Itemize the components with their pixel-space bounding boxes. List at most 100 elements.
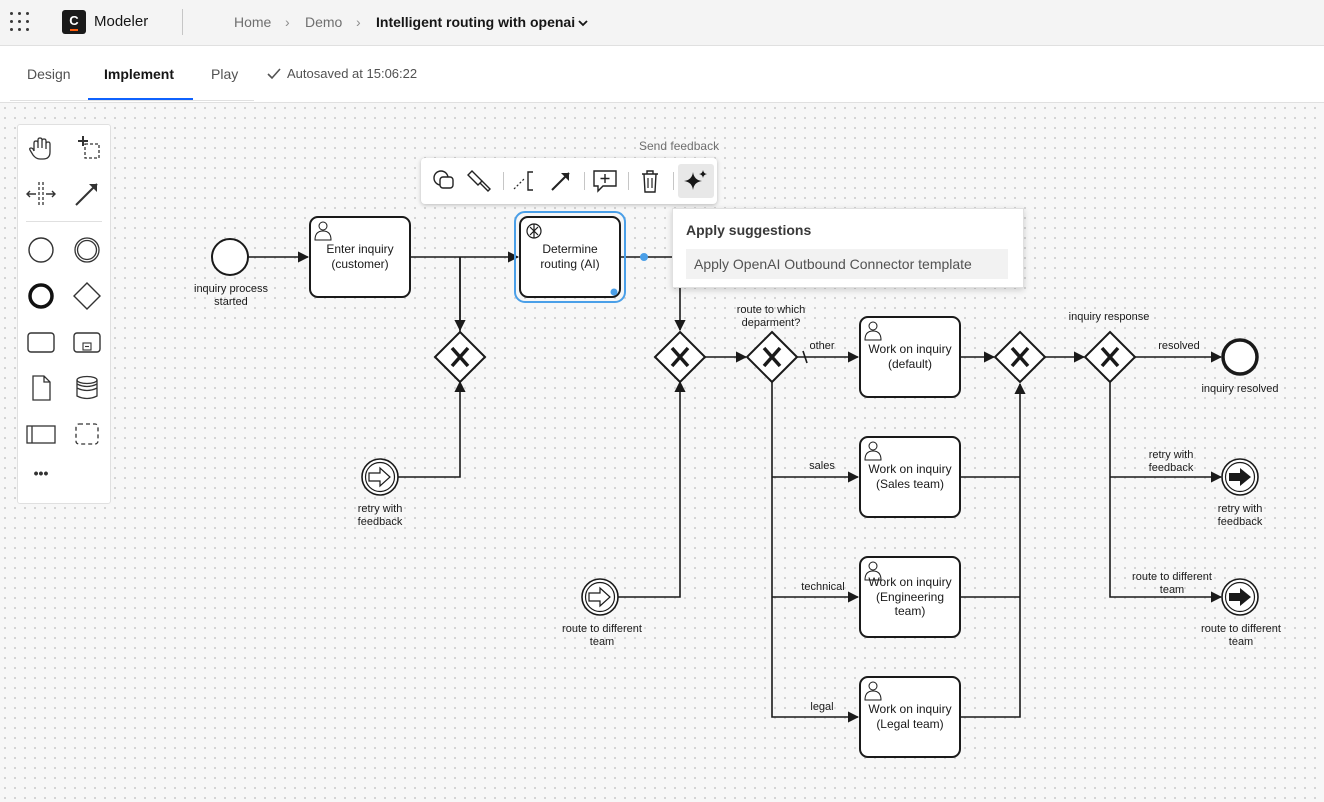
pool-icon[interactable] [24, 417, 58, 451]
connection-handle[interactable] [640, 253, 648, 261]
lasso-tool-icon[interactable] [70, 131, 104, 165]
tab-design[interactable]: Design [27, 66, 71, 82]
task-work-default[interactable] [859, 316, 961, 398]
connect-arrow-icon[interactable] [545, 165, 577, 197]
exclusive-gateway[interactable] [433, 330, 487, 384]
app-name: Modeler [94, 13, 149, 30]
task-label: Enter inquiry [326, 242, 393, 256]
event-label: route to different [1201, 623, 1281, 635]
task-label: (customer) [331, 257, 388, 271]
task-determine-routing[interactable] [519, 216, 621, 298]
default-flow-marker [802, 350, 808, 364]
more-icon[interactable]: ••• [33, 465, 49, 481]
connect-tool-icon[interactable] [70, 177, 104, 211]
breadcrumb-separator: › [356, 14, 361, 30]
autosave-status: Autosaved at 15:06:22 [287, 66, 418, 81]
trash-icon[interactable] [634, 165, 666, 197]
task-label: (Sales team) [876, 477, 944, 491]
sequence-flow[interactable] [398, 380, 466, 478]
resize-handle[interactable] [610, 288, 618, 296]
task-label: Work on inquiry [868, 575, 951, 589]
end-event-retry[interactable] [1221, 458, 1259, 496]
exclusive-gateway-department[interactable] [745, 330, 799, 384]
toolbar-divider [673, 172, 674, 190]
chevron-down-icon[interactable] [578, 18, 588, 28]
group-icon[interactable] [70, 417, 104, 451]
user-task-icon [314, 221, 332, 241]
sequence-flow[interactable] [618, 380, 686, 598]
space-tool-icon[interactable] [24, 177, 58, 211]
data-object-icon[interactable] [24, 371, 58, 405]
tool-palette: ••• [17, 124, 111, 504]
flow-label: sales [809, 460, 835, 472]
data-store-icon[interactable] [70, 371, 104, 405]
task-work-legal[interactable] [859, 676, 961, 758]
task-label: Work on inquiry [868, 342, 951, 356]
tab-implement[interactable]: Implement [104, 66, 175, 82]
diagram-canvas[interactable] [0, 103, 1324, 802]
sequence-flow[interactable] [771, 382, 860, 723]
task-work-engineering[interactable] [859, 556, 961, 638]
tab-track [10, 100, 254, 101]
subprocess-icon[interactable] [70, 325, 104, 359]
ai-suggestions-button[interactable] [678, 164, 714, 198]
sparkle-icon [684, 170, 707, 190]
header-divider [182, 9, 183, 35]
selection-outline [514, 211, 626, 303]
flow-label: legal [810, 701, 833, 713]
start-event-label: inquiry process [194, 283, 268, 295]
end-event-icon[interactable] [24, 279, 58, 313]
task-label: Determine [542, 242, 598, 256]
exclusive-gateway-merge[interactable] [993, 330, 1047, 384]
openai-icon [526, 223, 542, 239]
apply-openai-template-button[interactable]: Apply OpenAI Outbound Connector template [686, 249, 1008, 279]
context-pad [421, 158, 717, 204]
task-label: (default) [888, 357, 932, 371]
breadcrumb-home[interactable]: Home [234, 14, 272, 30]
toolbar-divider [628, 172, 629, 190]
task-label: Work on inquiry [868, 702, 951, 716]
start-event-icon[interactable] [24, 233, 58, 267]
task-label: (Legal team) [876, 717, 943, 731]
exclusive-gateway[interactable] [653, 330, 707, 384]
text-annotation-icon[interactable] [509, 165, 541, 197]
color-paint-icon[interactable] [464, 165, 496, 197]
exclusive-gateway-response[interactable] [1083, 330, 1137, 384]
intermediate-event-icon[interactable] [70, 233, 104, 267]
route-start-event[interactable] [581, 578, 619, 616]
breadcrumb-current-diagram[interactable]: Intelligent routing with openai [376, 14, 576, 30]
task-enter-inquiry[interactable] [309, 216, 411, 298]
active-tab-indicator [88, 98, 193, 100]
task-icon[interactable] [24, 325, 58, 359]
tab-play[interactable]: Play [211, 66, 239, 82]
event-label: retry with [358, 503, 403, 515]
hand-tool-icon[interactable] [24, 131, 58, 165]
task-label: (Engineering [876, 590, 944, 604]
flow-label: other [809, 340, 834, 352]
event-label: route to different [562, 623, 642, 635]
event-label: team [1229, 636, 1253, 648]
change-type-icon[interactable] [428, 165, 460, 197]
retry-start-event[interactable] [361, 458, 399, 496]
start-event-label: started [214, 296, 248, 308]
gateway-icon[interactable] [70, 279, 104, 313]
task-label: team) [895, 604, 926, 618]
sequence-flow[interactable] [1109, 382, 1223, 603]
task-work-sales[interactable] [859, 436, 961, 518]
app-switcher-icon[interactable] [10, 12, 30, 32]
end-event-resolved[interactable] [1221, 338, 1259, 376]
gateway-label: inquiry response [1069, 311, 1150, 323]
event-label: team [590, 636, 614, 648]
suggestions-title: Apply suggestions [686, 222, 812, 238]
sequence-flow[interactable] [960, 382, 1026, 718]
top-bar: C Modeler Home › Demo › Intelligent rout… [0, 0, 1324, 46]
flow-label: route to different [1132, 571, 1212, 583]
event-label: retry with [1218, 503, 1263, 515]
end-event-route[interactable] [1221, 578, 1259, 616]
send-feedback-link[interactable]: Send feedback [639, 139, 720, 153]
breadcrumb-demo[interactable]: Demo [305, 14, 343, 30]
add-comment-icon[interactable] [589, 165, 621, 197]
flow-label: retry with [1149, 449, 1194, 461]
start-event-inquiry[interactable] [211, 238, 249, 276]
